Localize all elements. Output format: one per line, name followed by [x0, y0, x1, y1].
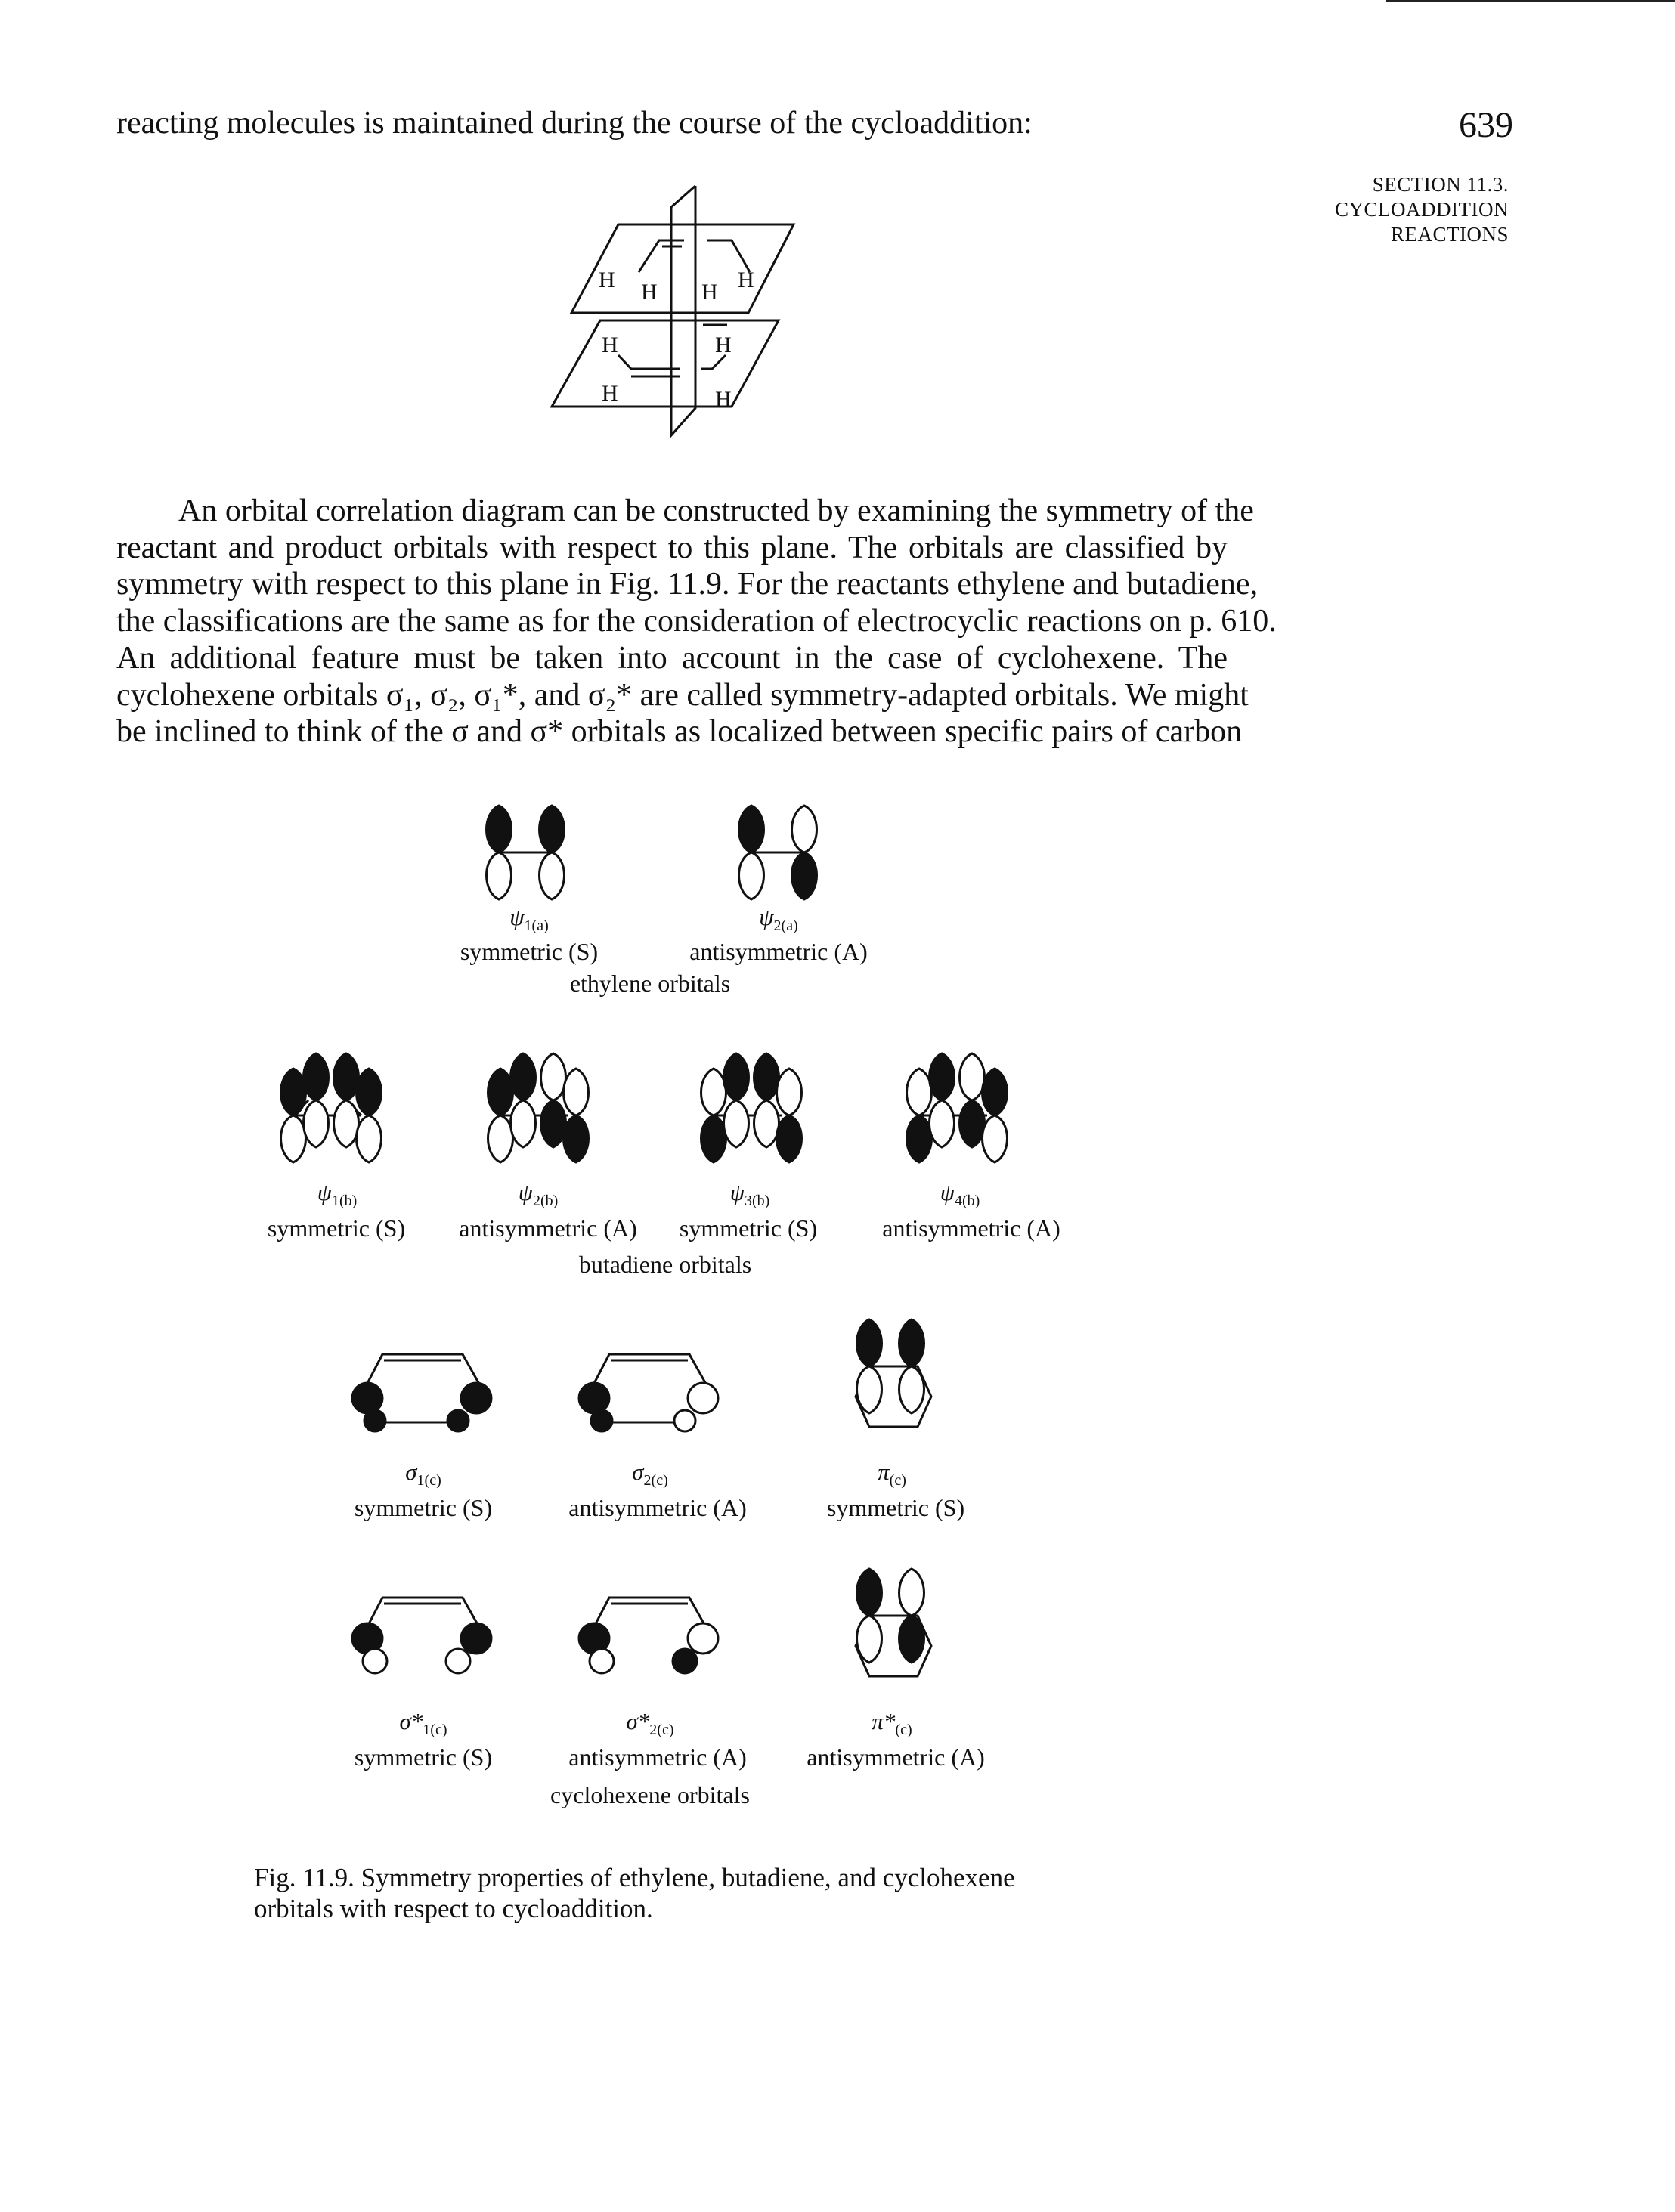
cyclohexene-orbital-sigma2: [577, 1353, 720, 1433]
lower-ethylene-left: [617, 354, 680, 370]
orbital-symbol: ψ2(a): [759, 904, 798, 935]
upper-diene-right: [707, 239, 751, 273]
symmetry-label: symmetric (S): [679, 1214, 818, 1242]
orbital-symbol: ψ1(a): [509, 904, 549, 935]
ethylene-group-title: ethylene orbitals: [569, 970, 731, 997]
running-text: reacting molecules is maintained during …: [116, 106, 1033, 141]
lower-plane: [550, 319, 781, 408]
orbital-symbol: σ1(c): [405, 1459, 441, 1490]
butadiene-orbital-psi3: [700, 1052, 803, 1164]
symmetry-label: antisymmetric (A): [882, 1214, 1060, 1242]
h-label: H: [599, 268, 615, 292]
symmetry-label: symmetric (S): [354, 1494, 493, 1521]
symmetry-label: symmetric (S): [826, 1494, 965, 1521]
h-label: H: [641, 280, 658, 305]
symmetry-label: symmetric (S): [460, 938, 599, 965]
orbital-symbol: σ*1(c): [399, 1708, 447, 1739]
orbital-symbol: ψ1(b): [317, 1179, 358, 1210]
butadiene-orbital-psi1: [280, 1052, 382, 1164]
lower-ethylene-right: [701, 354, 727, 370]
symmetry-label: antisymmetric (A): [807, 1743, 985, 1771]
figure-caption: Fig. 11.9. Symmetry properties of ethyle…: [254, 1862, 1108, 1924]
top-rule: [1386, 0, 1675, 2]
body-paragraph: An orbital correlation diagram can be co…: [116, 493, 1277, 750]
orbital-symbol: ψ2(b): [518, 1179, 559, 1210]
h-label: H: [738, 268, 754, 292]
orbital-symbol: ψ3(b): [729, 1179, 770, 1210]
ethylene-orbital-psi2: [738, 804, 818, 901]
cyclohexene-orbital-pi-star: [854, 1567, 933, 1678]
cyclohexene-orbital-sigma2-star: [577, 1596, 720, 1675]
orbital-symbol: π*(c): [872, 1708, 912, 1739]
paragraph-line: reactant and product orbitals with respe…: [116, 530, 1228, 565]
ethylene-orbital-psi1: [485, 804, 565, 901]
page-number: 639: [1459, 105, 1513, 145]
butadiene-orbital-psi4: [906, 1052, 1008, 1164]
symmetry-label: symmetric (S): [354, 1743, 493, 1771]
section-title-line2: REACTIONS: [1390, 223, 1509, 246]
symmetry-label: symmetric (S): [267, 1214, 406, 1242]
butadiene-group-title: butadiene orbitals: [578, 1251, 752, 1278]
symmetry-label: antisymmetric (A): [568, 1494, 747, 1521]
section-title-line1: CYCLOADDITION: [1335, 198, 1509, 221]
h-label: H: [701, 280, 718, 305]
paragraph-line: the classifications are the same as for …: [116, 604, 1277, 639]
h-label: H: [715, 333, 732, 357]
paragraph-line: cyclohexene orbitals σ₁, σ₂, σ₁*, and σ₂…: [116, 677, 1249, 713]
orbital-symbol: π(c): [878, 1459, 906, 1490]
paragraph-line: An orbital correlation diagram can be co…: [178, 493, 1254, 528]
cyclohexene-orbital-sigma1: [351, 1353, 493, 1433]
symmetry-label: antisymmetric (A): [459, 1214, 637, 1242]
upper-plane: [569, 223, 796, 314]
h-label: H: [602, 381, 618, 406]
cyclohexene-orbital-pi: [854, 1318, 933, 1428]
section-number: SECTION 11.3.: [1372, 173, 1509, 196]
section-heading: SECTION 11.3. CYCLOADDITION REACTIONS: [1300, 172, 1509, 247]
cyclohexene-orbital-sigma1-star: [351, 1596, 493, 1675]
figure-caption-line: Fig. 11.9. Symmetry properties of ethyle…: [254, 1863, 1015, 1892]
h-label: H: [715, 387, 732, 412]
orbital-symbol: σ*2(c): [626, 1708, 674, 1739]
orbital-symbol: ψ4(b): [940, 1179, 980, 1210]
h-label: H: [602, 333, 618, 357]
upper-diene-left: [637, 239, 684, 273]
symmetry-label: antisymmetric (A): [689, 938, 868, 965]
cyclohexene-group-title: cyclohexene orbitals: [550, 1781, 750, 1808]
figure-caption-line: orbitals with respect to cycloaddition.: [254, 1894, 653, 1923]
paragraph-line: An additional feature must be taken into…: [116, 640, 1228, 676]
orbital-symbol: σ2(c): [632, 1459, 668, 1490]
paragraph-line: symmetry with respect to this plane in F…: [116, 567, 1259, 602]
paragraph-line: be inclined to think of the σ and σ* orb…: [116, 714, 1243, 750]
butadiene-orbital-psi2: [487, 1052, 590, 1164]
symmetry-label: antisymmetric (A): [568, 1743, 747, 1771]
mirror-plane: [670, 184, 697, 438]
